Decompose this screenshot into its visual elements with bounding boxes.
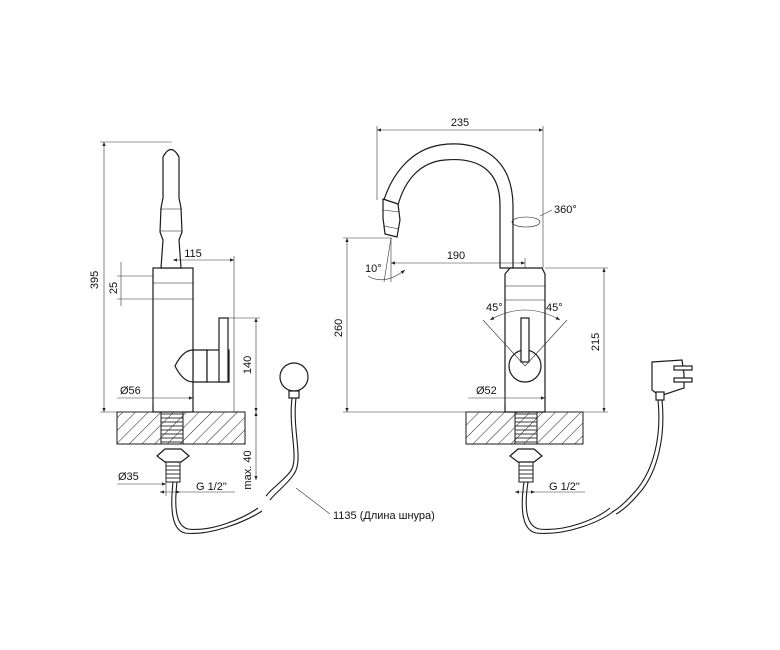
dim-25: 25 — [108, 282, 120, 294]
dim-max40: max. 40 — [242, 450, 254, 489]
dim-260: 260 — [333, 319, 345, 337]
nut-left — [156, 448, 190, 463]
nut-right — [509, 448, 543, 463]
dim-360: 360° — [554, 204, 577, 216]
dim-115: 115 — [184, 248, 202, 260]
dim-235: 235 — [451, 117, 469, 129]
shank-right — [514, 411, 538, 445]
cord-length: 1135 (Длина шнура) — [333, 510, 435, 522]
shank-left — [160, 411, 184, 445]
power-plug — [611, 359, 693, 515]
dim-45-left: 45° — [486, 302, 503, 314]
dim-45-right: 45° — [546, 302, 563, 314]
side-view: 395 25 115 140 Ø56 max. 40 Ø35 G 1/2" 11… — [89, 141, 435, 534]
dim-d52: Ø52 — [476, 385, 497, 397]
rotation-marker — [511, 216, 541, 228]
dim-thread-left: G 1/2" — [196, 481, 227, 493]
handle-left — [192, 349, 208, 383]
front-view: 360° 45° 45° 235 190 — [333, 117, 693, 534]
hose-left — [171, 481, 263, 534]
dim-d56: Ø56 — [120, 385, 141, 397]
dim-10: 10° — [365, 263, 382, 275]
dim-d35: Ø35 — [118, 471, 139, 483]
dim-190: 190 — [447, 250, 465, 262]
dim-thread-right: G 1/2" — [549, 481, 580, 493]
dim-215: 215 — [590, 333, 602, 351]
dim-395: 395 — [89, 271, 101, 289]
cord-ball — [279, 362, 309, 392]
faucet-body-left — [152, 267, 194, 413]
dim-140: 140 — [242, 356, 254, 374]
